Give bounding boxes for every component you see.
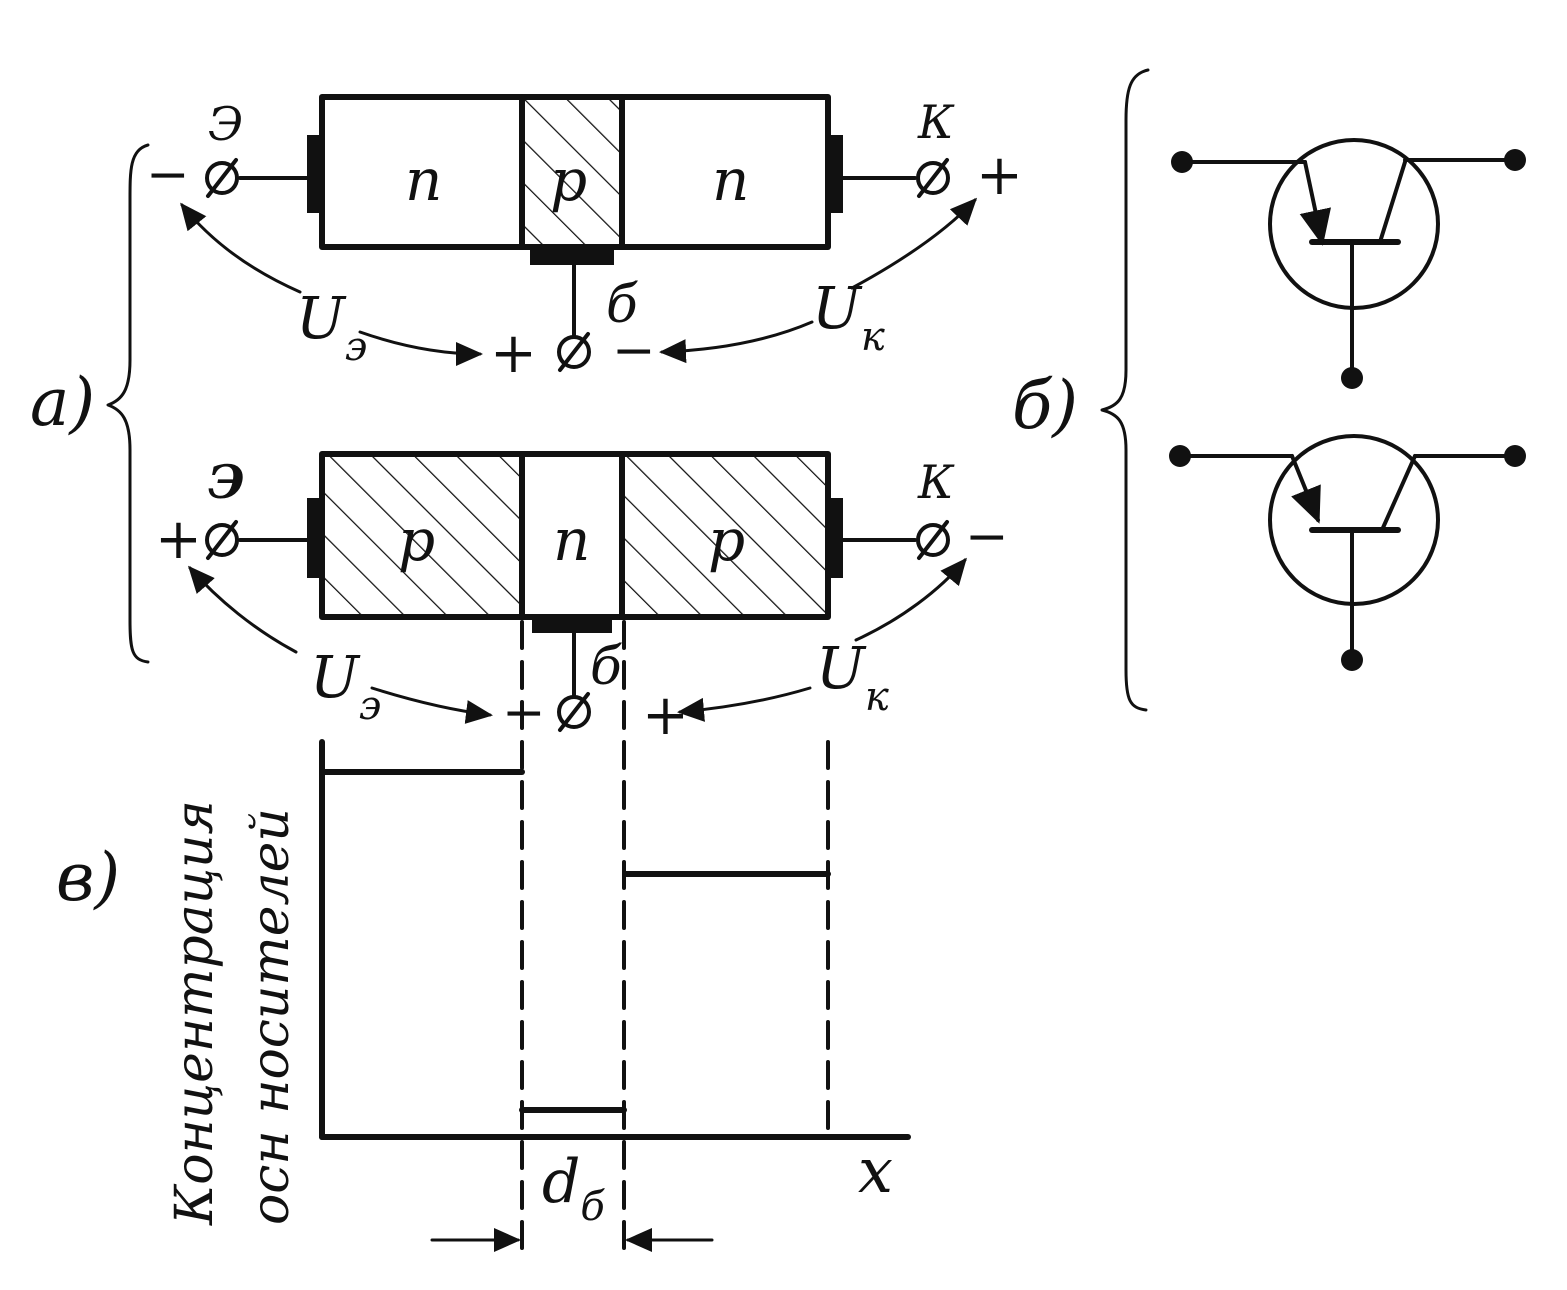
pnp-emitter-sign: + (155, 507, 202, 572)
npn-collector-label: К (917, 95, 955, 149)
npn-collector-terminal-icon (916, 158, 950, 198)
concentration-axis-label-line1: Концентрация (165, 800, 225, 1226)
panel-c-label: в) (56, 839, 120, 916)
pnp-uk-label: Uк (816, 634, 889, 720)
npn-ue-arrow-up (180, 202, 302, 294)
npn-structure: n p n Э К б − + + − (146, 94, 1023, 386)
npn-uk-arrow-left (659, 320, 814, 364)
pnp-structure: p n p Э К б + − − + (155, 451, 1009, 748)
pnp-collector-region-hatch (622, 457, 825, 614)
panel-a: а) (30, 143, 150, 664)
npn-base-region-hatch (522, 100, 622, 244)
npn-emitter-terminal-icon (205, 158, 239, 198)
pnp-base-label: б (590, 637, 622, 697)
pnp-collector-sign: − (965, 507, 1009, 567)
pnp-uk-arrow-up (854, 557, 967, 642)
npn-region-emitter: n (405, 146, 442, 214)
panel-b: б) (1012, 68, 1526, 712)
npn-region-base: p (550, 146, 587, 214)
npn-base-terminal-icon (557, 332, 591, 372)
npn-uk-label: Uк (812, 274, 885, 360)
pnp-ue-arrow-up (188, 565, 298, 654)
npn-base-collector-sign: − (612, 321, 656, 381)
panel-b-label: б) (1012, 367, 1078, 444)
npn-collector-contact (826, 135, 843, 213)
pnp-emitter-terminal-icon (205, 520, 239, 560)
pnp-collector-label: К (917, 455, 955, 509)
pnp-transistor-symbol-icon (1169, 434, 1526, 671)
pnp-base-collector-sign: + (642, 683, 689, 748)
npn-uk-arrow-up (850, 197, 978, 290)
pnp-ue-arrow-right (370, 686, 493, 724)
panel-c: в) Концентрация осн носителей x dб (56, 620, 911, 1252)
pnp-base-contact (532, 617, 612, 633)
pnp-emitter-label: Э (208, 455, 245, 509)
npn-emitter-contact (307, 135, 324, 213)
pnp-region-base: n (553, 506, 590, 574)
pnp-collector-terminal-icon (916, 520, 950, 560)
npn-emitter-sign: − (146, 145, 190, 205)
pnp-base-terminal-icon (557, 692, 591, 732)
pnp-emitter-region-hatch (325, 457, 522, 614)
npn-region-collector: n (712, 146, 749, 214)
pnp-emitter-contact (307, 498, 324, 578)
panel-a-brace (106, 143, 150, 664)
npn-base-label: б (606, 275, 638, 335)
npn-base-contact (530, 247, 614, 265)
npn-ue-arrow-right (358, 330, 483, 366)
pnp-collector-contact (826, 498, 843, 578)
panel-a-label: а) (30, 364, 95, 441)
concentration-axis-label-line2: осн носителей (241, 808, 301, 1225)
panel-b-brace (1100, 68, 1150, 712)
pnp-region-collector: p (708, 506, 745, 574)
pnp-region-emitter: p (398, 506, 435, 574)
pnp-ue-label: Uэ (310, 643, 381, 729)
pnp-uk-arrow-left (677, 686, 812, 722)
x-axis-label: x (858, 1134, 893, 1207)
npn-ue-label: Uэ (296, 284, 367, 370)
base-width-label: dб (542, 1147, 605, 1230)
npn-transistor-symbol-icon (1171, 138, 1526, 389)
npn-emitter-label: Э (208, 97, 243, 151)
npn-collector-sign: + (976, 143, 1023, 208)
npn-base-emitter-sign: + (490, 321, 537, 386)
